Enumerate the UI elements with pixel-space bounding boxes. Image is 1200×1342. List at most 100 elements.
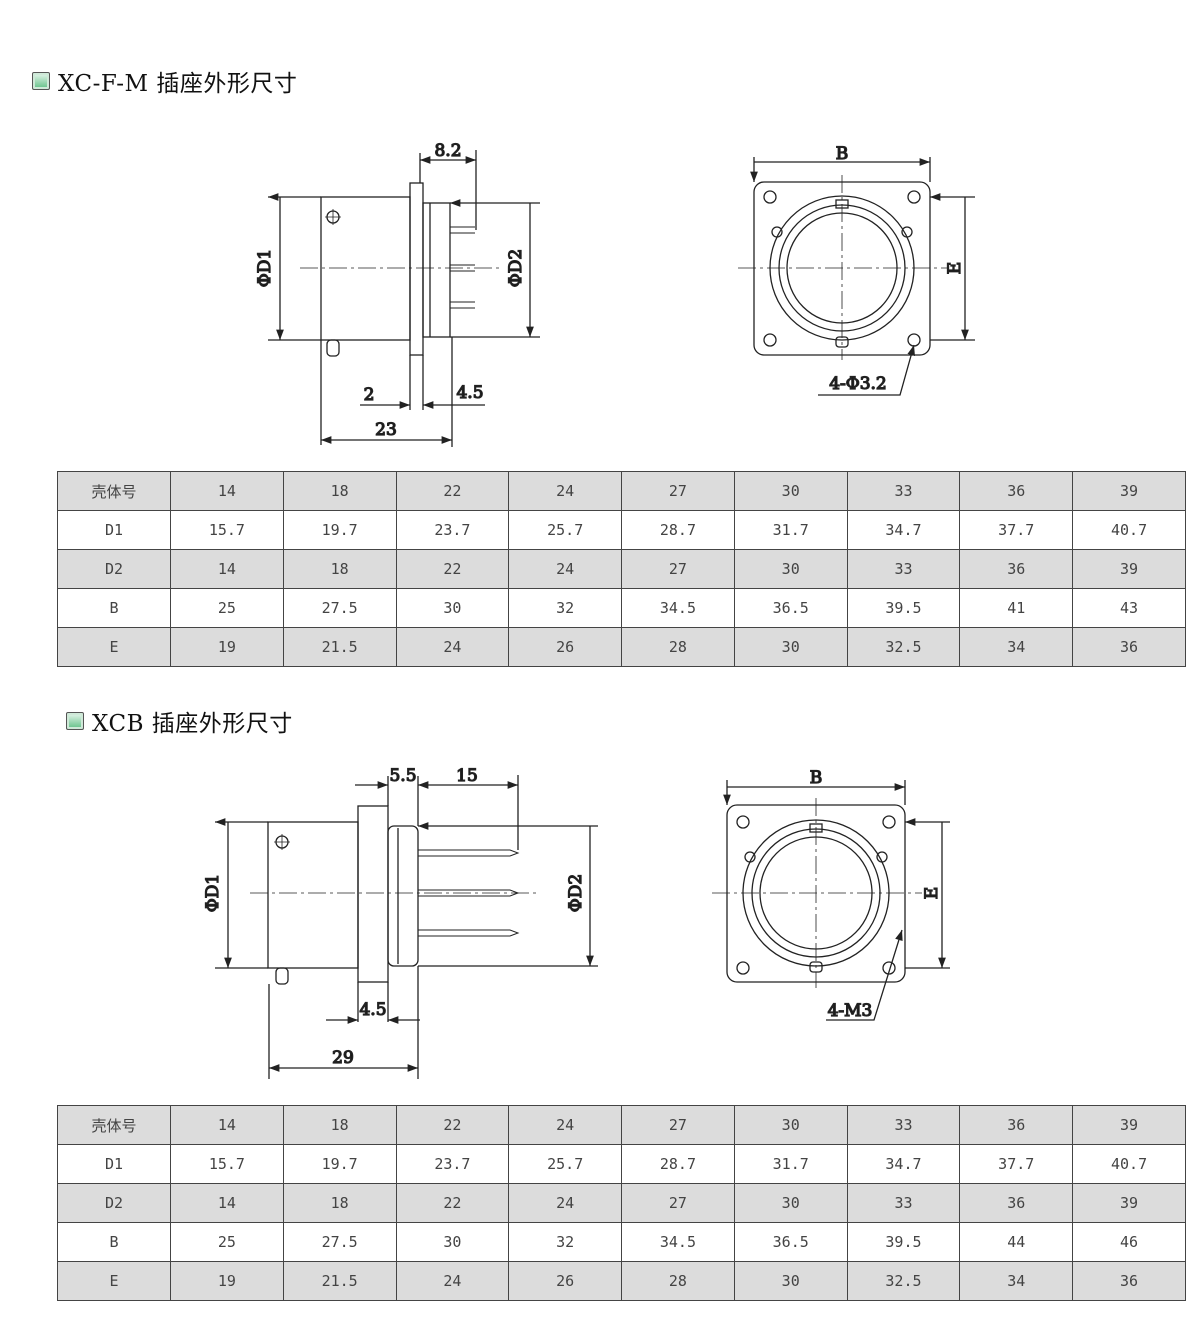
- table-cell: 34: [959, 627, 1074, 667]
- dim-b: B: [810, 768, 823, 788]
- label-phi-d1: ΦD1: [255, 249, 275, 287]
- table-cell: 36: [959, 549, 1074, 589]
- table-cell: 36: [959, 1183, 1074, 1223]
- row-label: D1: [57, 510, 171, 550]
- table-cell: 26: [508, 627, 623, 667]
- table-cell: 14: [170, 1105, 284, 1145]
- xcb-front-view: [712, 780, 950, 1021]
- table-cell: 27.5: [282, 1222, 397, 1262]
- table-cell: 18: [282, 1183, 397, 1223]
- table-cell: 39: [1072, 471, 1186, 511]
- table-cell: 33: [846, 549, 961, 589]
- table-cell: 19.7: [282, 1144, 397, 1184]
- table-cell: 25.7: [508, 510, 623, 550]
- dim-29: 29: [332, 1048, 354, 1068]
- table-cell: 28: [621, 627, 735, 667]
- table-cell: 34.5: [621, 588, 735, 628]
- table-cell: 15.7: [170, 510, 284, 550]
- table-cell: 24: [508, 1105, 623, 1145]
- table-cell: 34: [959, 1261, 1074, 1301]
- table-cell: 24: [395, 1261, 510, 1301]
- table-cell: 37.7: [959, 1144, 1074, 1184]
- table-cell: 33: [846, 1183, 961, 1223]
- xc-side-view: [268, 150, 540, 447]
- bullet-icon: [66, 712, 84, 730]
- table-cell: 30: [733, 1183, 848, 1223]
- table-cell: 30: [733, 1261, 848, 1301]
- table-cell: 14: [170, 471, 284, 511]
- dim-5-5: 5.5: [389, 766, 416, 786]
- table-cell: 21.5: [282, 627, 397, 667]
- row-label: 壳体号: [57, 471, 171, 511]
- table-cell: 33: [846, 1105, 961, 1145]
- table-cell: 22: [395, 1105, 510, 1145]
- table-cell: 32: [508, 588, 623, 628]
- xcb-side-view: [215, 775, 598, 1079]
- table-cell: 24: [508, 471, 623, 511]
- table-cell: 39: [1072, 1105, 1186, 1145]
- row-label: D1: [57, 1144, 171, 1184]
- table-cell: 27: [621, 471, 735, 511]
- table-cell: 40.7: [1072, 1144, 1186, 1184]
- table-cell: 18: [282, 549, 397, 589]
- row-label: 壳体号: [57, 1105, 171, 1145]
- table-cell: 33: [846, 471, 961, 511]
- table-cell: 32.5: [846, 627, 961, 667]
- table-cell: 30: [733, 549, 848, 589]
- table-cell: 19: [170, 627, 284, 667]
- dim-8-2: 8.2: [434, 141, 461, 161]
- table-cell: 44: [959, 1222, 1074, 1262]
- table-cell: 30: [733, 471, 848, 511]
- table-cell: 15.7: [170, 1144, 284, 1184]
- label-phi-d1: ΦD1: [203, 874, 223, 912]
- table-cell: 30: [395, 1222, 510, 1262]
- table-cell: 36: [1072, 1261, 1186, 1301]
- row-label: E: [57, 1261, 171, 1301]
- title-text: XCB 插座外形尺寸: [92, 711, 293, 737]
- table-cell: 34.7: [846, 510, 961, 550]
- table-cell: 18: [282, 471, 397, 511]
- table-cell: 22: [395, 471, 510, 511]
- dim-holes: 4-M3: [828, 1001, 873, 1021]
- table-cell: 18: [282, 1105, 397, 1145]
- section-title-xc-f-m: XC-F-M 插座外形尺寸: [32, 64, 297, 98]
- table-cell: 21.5: [282, 1261, 397, 1301]
- table-cell: 25.7: [508, 1144, 623, 1184]
- table-cell: 30: [733, 627, 848, 667]
- table-cell: 24: [508, 1183, 623, 1223]
- table-cell: 37.7: [959, 510, 1074, 550]
- table-cell: 22: [395, 549, 510, 589]
- table-cell: 34.5: [621, 1222, 735, 1262]
- table-cell: 25: [170, 1222, 284, 1262]
- table-cell: 32: [508, 1222, 623, 1262]
- table-cell: 32.5: [846, 1261, 961, 1301]
- table-cell: 27: [621, 1183, 735, 1223]
- label-phi-d2: ΦD2: [566, 874, 586, 912]
- table-cell: 31.7: [733, 1144, 848, 1184]
- label-phi-d2: ΦD2: [506, 249, 526, 287]
- table-cell: 30: [395, 588, 510, 628]
- dim-holes: 4-Φ3.2: [829, 374, 887, 394]
- row-label: D2: [57, 1183, 171, 1223]
- table-cell: 28.7: [621, 510, 735, 550]
- table-cell: 22: [395, 1183, 510, 1223]
- section-title-xcb: XCB 插座外形尺寸: [66, 704, 293, 738]
- bullet-icon: [32, 72, 50, 90]
- table-cell: 34.7: [846, 1144, 961, 1184]
- table-cell: 26: [508, 1261, 623, 1301]
- table-cell: 28: [621, 1261, 735, 1301]
- table-cell: 23.7: [395, 510, 510, 550]
